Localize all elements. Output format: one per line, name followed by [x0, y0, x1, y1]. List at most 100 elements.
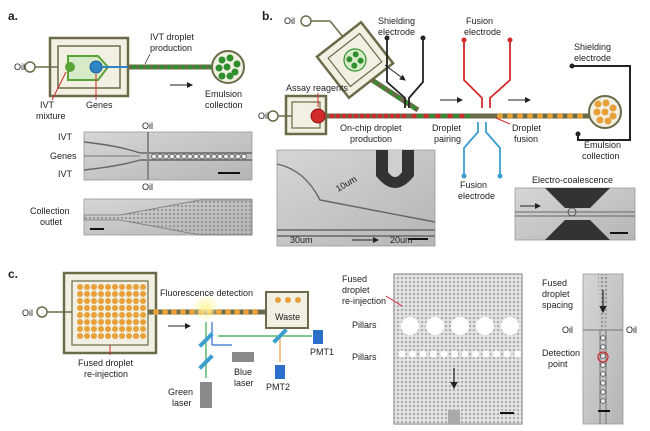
- droplet: [77, 312, 83, 318]
- shielding-electrode-2: electrode: [378, 27, 415, 37]
- droplet: [98, 333, 104, 339]
- droplet: [396, 95, 401, 100]
- droplet: [235, 153, 241, 160]
- shielding-electrode-top: [386, 38, 424, 108]
- droplet: [600, 353, 606, 359]
- fusion-electrode-top-2: electrode: [464, 27, 501, 37]
- droplet: [441, 113, 447, 119]
- panel-a-photo-junction: [83, 131, 253, 181]
- fluorescence-detection: Fluorescence detection: [160, 288, 253, 298]
- droplet: [600, 344, 606, 350]
- droplet: [557, 113, 563, 119]
- droplet: [126, 298, 132, 304]
- droplet: [171, 309, 177, 315]
- droplet: [77, 326, 83, 332]
- pmt2-box: [275, 365, 285, 379]
- droplet: [140, 298, 146, 304]
- droplet: [98, 326, 104, 332]
- droplet: [423, 113, 429, 119]
- droplet: [91, 326, 97, 332]
- droplet: [447, 113, 453, 119]
- droplet: [152, 64, 158, 70]
- panel-a-droplet-train: [131, 64, 214, 70]
- droplet: [187, 64, 193, 70]
- droplet: [119, 333, 125, 339]
- panel-b-chamber-droplets: [593, 99, 617, 125]
- droplet: [225, 309, 231, 315]
- panel-b-diagonal-droplets: [373, 80, 416, 110]
- droplet: [126, 319, 132, 325]
- pillar: [440, 350, 448, 358]
- droplet: [187, 153, 193, 160]
- pairing-1: Droplet: [432, 123, 462, 133]
- droplet: [388, 90, 394, 96]
- droplet: [98, 319, 104, 325]
- detection-point-marker: [597, 351, 609, 363]
- pmt1-box: [313, 330, 323, 344]
- panel-c-reinjection-chip: [36, 271, 158, 355]
- pillar: [503, 350, 511, 358]
- onchip-2: production: [350, 134, 392, 144]
- pillar: [419, 350, 427, 358]
- pillar: [461, 350, 469, 358]
- droplet: [77, 291, 83, 297]
- waste-label: Waste: [275, 312, 300, 322]
- droplet: [112, 319, 118, 325]
- droplet: [435, 113, 441, 119]
- droplet: [105, 284, 111, 290]
- droplet: [373, 80, 379, 86]
- droplet: [84, 284, 90, 290]
- droplet: [234, 309, 240, 315]
- droplet: [98, 291, 104, 297]
- pillar: [426, 317, 444, 335]
- panel-b-label: b.: [262, 9, 273, 23]
- droplet: [193, 153, 199, 160]
- droplet: [163, 153, 169, 160]
- photo1-ivt-bottom: IVT: [58, 169, 73, 179]
- droplet: [126, 291, 132, 297]
- pillar: [398, 350, 406, 358]
- scale-bar: [218, 172, 240, 174]
- photo-fused-2: droplet: [342, 285, 370, 295]
- pmt1-label: PMT1: [310, 347, 334, 357]
- droplet: [84, 312, 90, 318]
- droplet: [84, 326, 90, 332]
- collection-outlet-1: Collection: [30, 206, 70, 216]
- droplet: [84, 305, 90, 311]
- panel-a-ivt-label-2: production: [150, 43, 192, 53]
- droplet: [98, 312, 104, 318]
- droplet: [371, 113, 377, 119]
- droplet: [138, 64, 144, 70]
- pillar: [472, 350, 479, 358]
- droplet: [133, 326, 139, 332]
- droplet: [359, 113, 365, 119]
- photo1-genes: Genes: [50, 151, 77, 161]
- panel-a-collection-droplets: [215, 54, 241, 80]
- droplet: [411, 105, 416, 110]
- pillar: [451, 317, 469, 335]
- droplet: [411, 113, 417, 119]
- shielding-right-1: Shielding: [574, 42, 611, 52]
- droplet: [162, 309, 168, 315]
- pmt2-label: PMT2: [266, 382, 290, 392]
- droplet: [84, 298, 90, 304]
- droplet: [169, 153, 175, 160]
- droplet: [133, 298, 139, 304]
- droplet: [383, 113, 389, 119]
- droplet: [145, 64, 151, 70]
- panel-b-paired-droplets: [411, 113, 471, 119]
- pillar: [476, 317, 494, 335]
- fusion-electrode-bottom-1: Fusion: [460, 180, 487, 190]
- droplet: [497, 113, 503, 119]
- panel-c-photo-pillars: [393, 273, 523, 425]
- droplet: [112, 333, 118, 339]
- panel-c: c. Oil Fused droplet re-injection Fluore…: [8, 267, 637, 425]
- droplet: [223, 153, 229, 160]
- droplet: [417, 113, 423, 119]
- droplet: [112, 291, 118, 297]
- spacing-1: Fused: [542, 278, 567, 288]
- droplet: [429, 113, 435, 119]
- fusion-electrode-top: [463, 40, 511, 108]
- droplet: [600, 398, 606, 404]
- panel-b-oil-top: Oil: [284, 16, 295, 26]
